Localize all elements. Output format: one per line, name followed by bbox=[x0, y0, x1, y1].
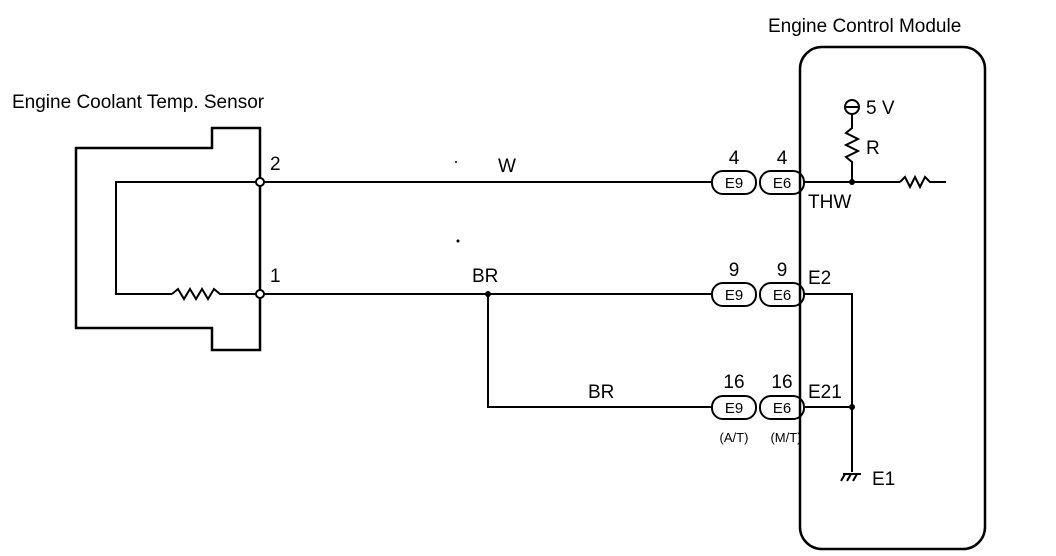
connector-pin-row3-right: 16 bbox=[771, 372, 792, 393]
wire-br-2 bbox=[487, 294, 712, 408]
wire-w-label: W bbox=[498, 156, 516, 177]
sensor-terminal-2 bbox=[255, 177, 265, 187]
sensor-body bbox=[74, 126, 262, 352]
connector-note-at: (A/T) bbox=[720, 430, 749, 445]
sensor-internal-wire bbox=[115, 181, 260, 295]
connector-pin-row3-left: 16 bbox=[723, 372, 744, 393]
e2-label: E2 bbox=[808, 268, 831, 289]
supply-label: 5 V bbox=[866, 98, 895, 119]
connector-pin-row2-right: 9 bbox=[777, 260, 788, 281]
connector-note-mt: (M/T) bbox=[770, 430, 801, 445]
thw-internal-resistor bbox=[899, 174, 946, 190]
connector-e9-row3 bbox=[711, 395, 757, 420]
connector-label-row1-left: E9 bbox=[725, 175, 743, 192]
ground-icon bbox=[840, 473, 861, 482]
ecm-box bbox=[798, 45, 987, 551]
connector-e9-row1 bbox=[711, 170, 757, 195]
connector-pin-row2-left: 9 bbox=[729, 260, 740, 281]
sensor-terminal-1 bbox=[255, 289, 265, 299]
wire-br-label-2: BR bbox=[588, 382, 614, 403]
connector-label-row1-right: E6 bbox=[773, 175, 791, 192]
resistor-r bbox=[843, 114, 861, 182]
thw-label: THW bbox=[808, 192, 851, 213]
connector-pin-row1-left: 4 bbox=[729, 148, 740, 169]
ecm-title: Engine Control Module bbox=[768, 16, 961, 37]
connector-e9-row2 bbox=[711, 282, 757, 307]
e21-node bbox=[849, 404, 855, 410]
stray-dot-2 bbox=[456, 239, 460, 243]
e1-label: E1 bbox=[872, 469, 895, 490]
sensor-pin-1: 1 bbox=[270, 266, 281, 287]
sensor-pin-2: 2 bbox=[270, 154, 281, 175]
connector-label-row3-left: E9 bbox=[725, 400, 743, 417]
resistor-label: R bbox=[866, 138, 880, 159]
stray-dot-1 bbox=[455, 161, 457, 163]
connector-pin-row1-right: 4 bbox=[777, 148, 788, 169]
e2-ground-path bbox=[804, 293, 853, 472]
e21-label: E21 bbox=[808, 382, 842, 403]
sensor-title: Engine Coolant Temp. Sensor bbox=[12, 92, 265, 113]
connector-label-row2-right: E6 bbox=[773, 287, 791, 304]
connector-label-row3-right: E6 bbox=[773, 400, 791, 417]
sensor-thermistor bbox=[171, 287, 260, 301]
wire-br-label-1: BR bbox=[472, 266, 498, 287]
connector-label-row2-left: E9 bbox=[725, 287, 743, 304]
